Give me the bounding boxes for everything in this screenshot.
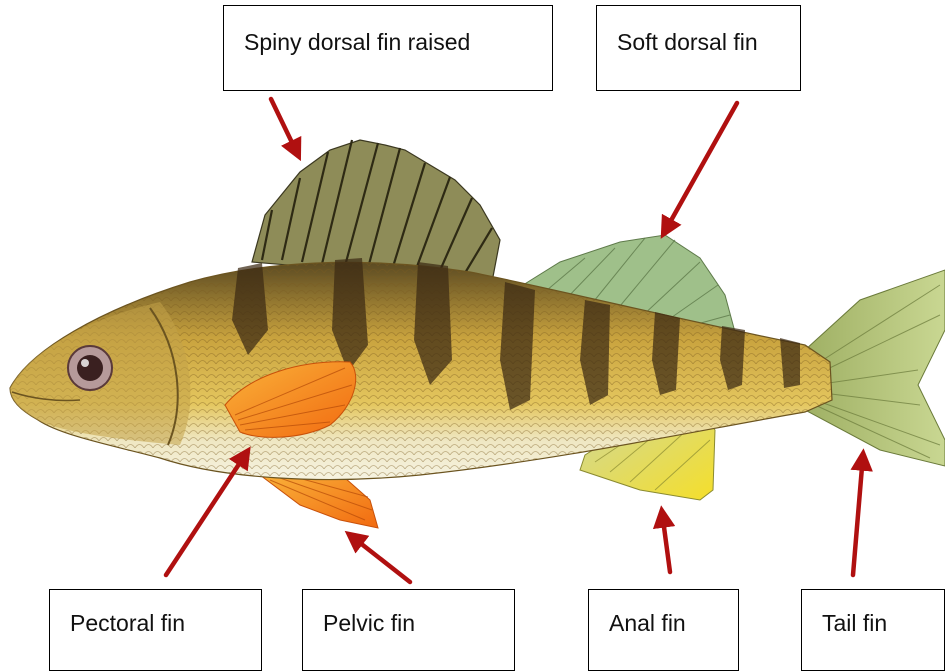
arrow-spiny-dorsal xyxy=(271,99,298,155)
label-anal-fin: Anal fin xyxy=(588,589,739,671)
label-text: Anal fin xyxy=(609,610,686,636)
arrow-soft-dorsal xyxy=(664,103,737,233)
label-pectoral-fin: Pectoral fin xyxy=(49,589,262,671)
pelvic-fin xyxy=(260,475,378,528)
label-text: Soft dorsal fin xyxy=(617,29,758,55)
label-text: Spiny dorsal fin raised xyxy=(244,29,470,55)
eye xyxy=(68,346,112,390)
label-text: Pelvic fin xyxy=(323,610,415,636)
label-spiny-dorsal-fin: Spiny dorsal fin raised xyxy=(223,5,553,91)
arrow-pectoral xyxy=(166,452,247,575)
label-tail-fin: Tail fin xyxy=(801,589,945,671)
label-text: Tail fin xyxy=(822,610,887,636)
arrow-anal xyxy=(662,512,670,572)
spiny-dorsal-fin xyxy=(252,140,500,282)
label-pelvic-fin: Pelvic fin xyxy=(302,589,515,671)
label-soft-dorsal-fin: Soft dorsal fin xyxy=(596,5,801,91)
arrow-pelvic xyxy=(350,535,410,582)
label-text: Pectoral fin xyxy=(70,610,185,636)
arrow-tail xyxy=(853,455,863,575)
